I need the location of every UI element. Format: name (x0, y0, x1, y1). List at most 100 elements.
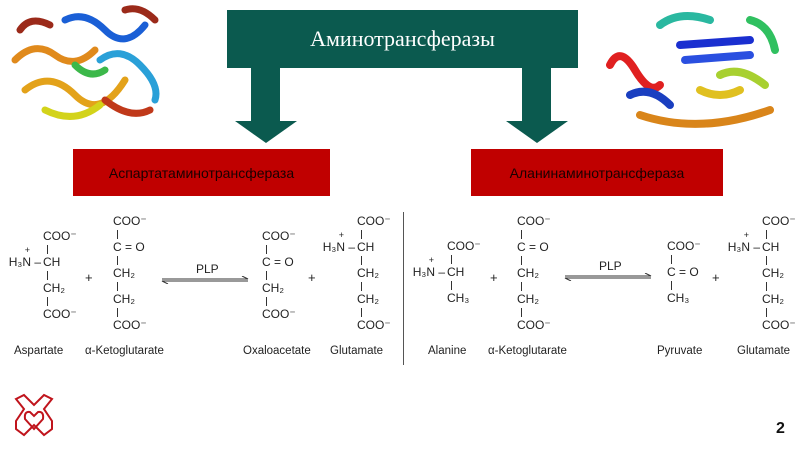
formula-text: COO⁻ (43, 307, 77, 321)
formula-row: CH₂ (262, 282, 296, 295)
plus-sign: + (712, 270, 720, 285)
formula-text: COO⁻ (262, 307, 296, 321)
arrow-left-stem (251, 68, 280, 123)
formula-text: COO⁻ (762, 318, 796, 332)
formula-text: COO⁻ (43, 229, 77, 243)
aminotransferases-header: Аминотрансферазы (227, 10, 578, 68)
amine-group: H₃N – + (322, 231, 357, 254)
formula-row: CH₃ (447, 292, 481, 305)
formula-text: COO⁻ (113, 214, 147, 228)
formula-text: CH₂ (517, 292, 539, 306)
formula-row: CH₂ (113, 267, 147, 280)
molecule-name-akg2: α-Ketoglutarate (488, 345, 567, 357)
formula-text: COO⁻ (113, 318, 147, 332)
arrow-down-right-icon (506, 121, 568, 143)
formula-text: CH₂ (357, 292, 379, 306)
bond-line (762, 254, 796, 267)
amine-text: H₃N – (412, 265, 445, 279)
formula-text: CH₃ (447, 291, 470, 305)
formula-row: C = O (517, 241, 551, 254)
bond-line (357, 280, 391, 293)
formula-text: CH (447, 265, 465, 279)
divider-line (403, 212, 404, 365)
formula-text: CH₂ (262, 281, 284, 295)
bond-line (43, 243, 77, 256)
bond-line (762, 306, 796, 319)
formula-row: CH₂ (357, 293, 391, 306)
molecule-name-ala: Alanine (428, 345, 467, 357)
formula-row: COO⁻ (357, 215, 391, 228)
bond-line (517, 280, 551, 293)
page-number: 2 (776, 420, 785, 437)
formula-text: CH₂ (113, 292, 135, 306)
molecule-name-glu1: Glutamate (330, 345, 384, 357)
formula-row: CH₃ (667, 292, 701, 305)
amine-text: H₃N – (8, 255, 41, 269)
molecule-name-asp: Aspartate (14, 345, 64, 357)
equilibrium-arrow-icon (161, 276, 249, 284)
formula-row: COO⁻ (357, 319, 391, 332)
bond-line (517, 306, 551, 319)
amine-text: H₃N – (322, 240, 355, 254)
catalyst-label: PLP (196, 262, 219, 276)
bond-line (667, 279, 701, 292)
formula-text: CH₂ (113, 266, 135, 280)
molecule-name-glu2: Glutamate (737, 345, 791, 357)
molecule-name-oaa: Oxaloacetate (243, 345, 311, 357)
formula-text: C = O (667, 265, 699, 279)
bond-line (447, 253, 481, 266)
formula-row: COO⁻ (43, 308, 77, 321)
formula-row: COO⁻ (43, 230, 77, 243)
logo-icon (14, 393, 54, 437)
bond-line (762, 228, 796, 241)
formula-text: COO⁻ (762, 214, 796, 228)
formula-row: C = O (113, 241, 147, 254)
bond-line (517, 228, 551, 241)
formula-row: CH₂ (517, 267, 551, 280)
bond-line (262, 243, 296, 256)
formula-row: CH₂ (762, 293, 796, 306)
arrow-right-stem (522, 68, 551, 123)
bond-line (357, 254, 391, 267)
formula-text: COO⁻ (357, 318, 391, 332)
formula-text: CH₂ (357, 266, 379, 280)
bond-line (113, 254, 147, 267)
charge-plus: + (338, 230, 345, 240)
formula-row: COO⁻ (262, 308, 296, 321)
plus-sign: + (490, 270, 498, 285)
molecule-name-akg1: α-Ketoglutarate (85, 345, 164, 357)
formula-row: COO⁻ (262, 230, 296, 243)
formula-text: COO⁻ (517, 318, 551, 332)
formula-row: COO⁻ (762, 319, 796, 332)
bond-line (113, 306, 147, 319)
formula-row: COO⁻ (447, 240, 481, 253)
formula-text: C = O (517, 240, 549, 254)
arrow-down-left-icon (235, 121, 297, 143)
formula-row: COO⁻ (517, 319, 551, 332)
formula-text: C = O (262, 255, 294, 269)
formula-row: C = O (262, 256, 296, 269)
formula-row: C = O (667, 266, 701, 279)
amine-group: H₃N – + (728, 231, 762, 254)
bond-line (113, 228, 147, 241)
molecule-name-pyr: Pyruvate (657, 345, 703, 357)
bond-line (262, 269, 296, 282)
bond-line (667, 253, 701, 266)
bond-line (357, 306, 391, 319)
charge-plus: + (24, 245, 31, 255)
bond-line (43, 295, 77, 308)
enzyme-label-ast: Аспартатаминотрансфераза (108, 164, 295, 181)
charge-plus: + (428, 255, 435, 265)
formula-text: COO⁻ (447, 239, 481, 253)
header-title: Аминотрансферазы (310, 26, 495, 51)
protein-structure-image-left (11, 5, 160, 120)
formula-row: COO⁻ (762, 215, 796, 228)
formula-text: CH (357, 240, 375, 254)
